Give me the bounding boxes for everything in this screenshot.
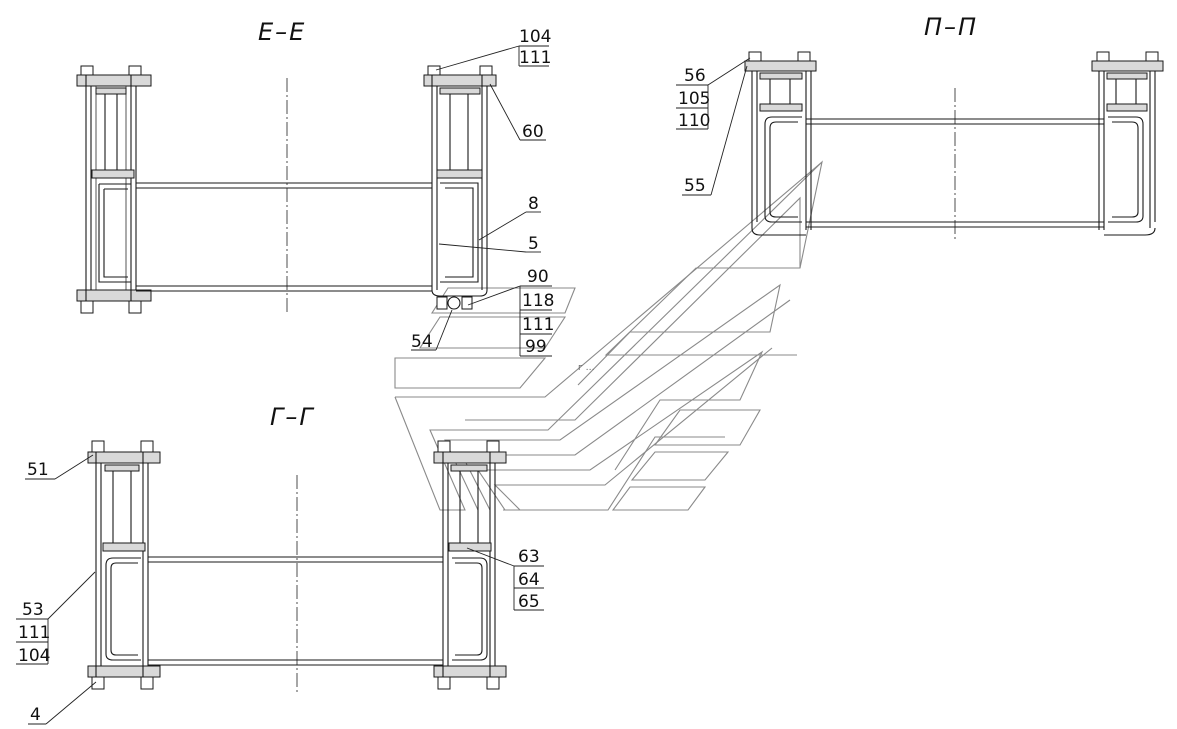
callout-gg-53: 53	[22, 600, 44, 620]
callout-ee-104: 104	[519, 27, 551, 47]
callout-ee-111b: 111	[522, 315, 554, 335]
callout-gg-63: 63	[518, 547, 540, 567]
callout-ee-54: 54	[411, 332, 433, 352]
callout-gg-104: 104	[18, 646, 50, 666]
callout-ee-90: 90	[527, 267, 549, 287]
section-view-gg: Г–Г	[16, 403, 544, 725]
callout-ee-60: 60	[522, 122, 544, 142]
watermark-text: г …	[578, 363, 595, 373]
callout-ee-8: 8	[528, 194, 539, 214]
callout-pp-55: 55	[684, 176, 706, 196]
callout-pp-110: 110	[678, 111, 710, 131]
callout-ee-118: 118	[522, 291, 554, 311]
callout-ee-99: 99	[525, 337, 547, 357]
callout-gg-111: 111	[18, 623, 50, 643]
callout-gg-4: 4	[30, 705, 41, 725]
section-view-pp: П–П 56	[676, 13, 1164, 240]
callout-pp-105: 105	[678, 89, 710, 109]
callout-ee-111: 111	[519, 48, 551, 68]
view-title-pp: П–П	[924, 13, 978, 41]
section-view-ee: Е–Е	[76, 18, 554, 357]
view-title-gg: Г–Г	[270, 403, 315, 431]
callout-ee-5: 5	[528, 234, 539, 254]
view-title-ee: Е–Е	[258, 18, 306, 46]
callout-gg-64: 64	[518, 570, 540, 590]
callout-gg-51: 51	[27, 460, 49, 480]
callout-gg-65: 65	[518, 592, 540, 612]
callout-pp-56: 56	[684, 66, 706, 86]
